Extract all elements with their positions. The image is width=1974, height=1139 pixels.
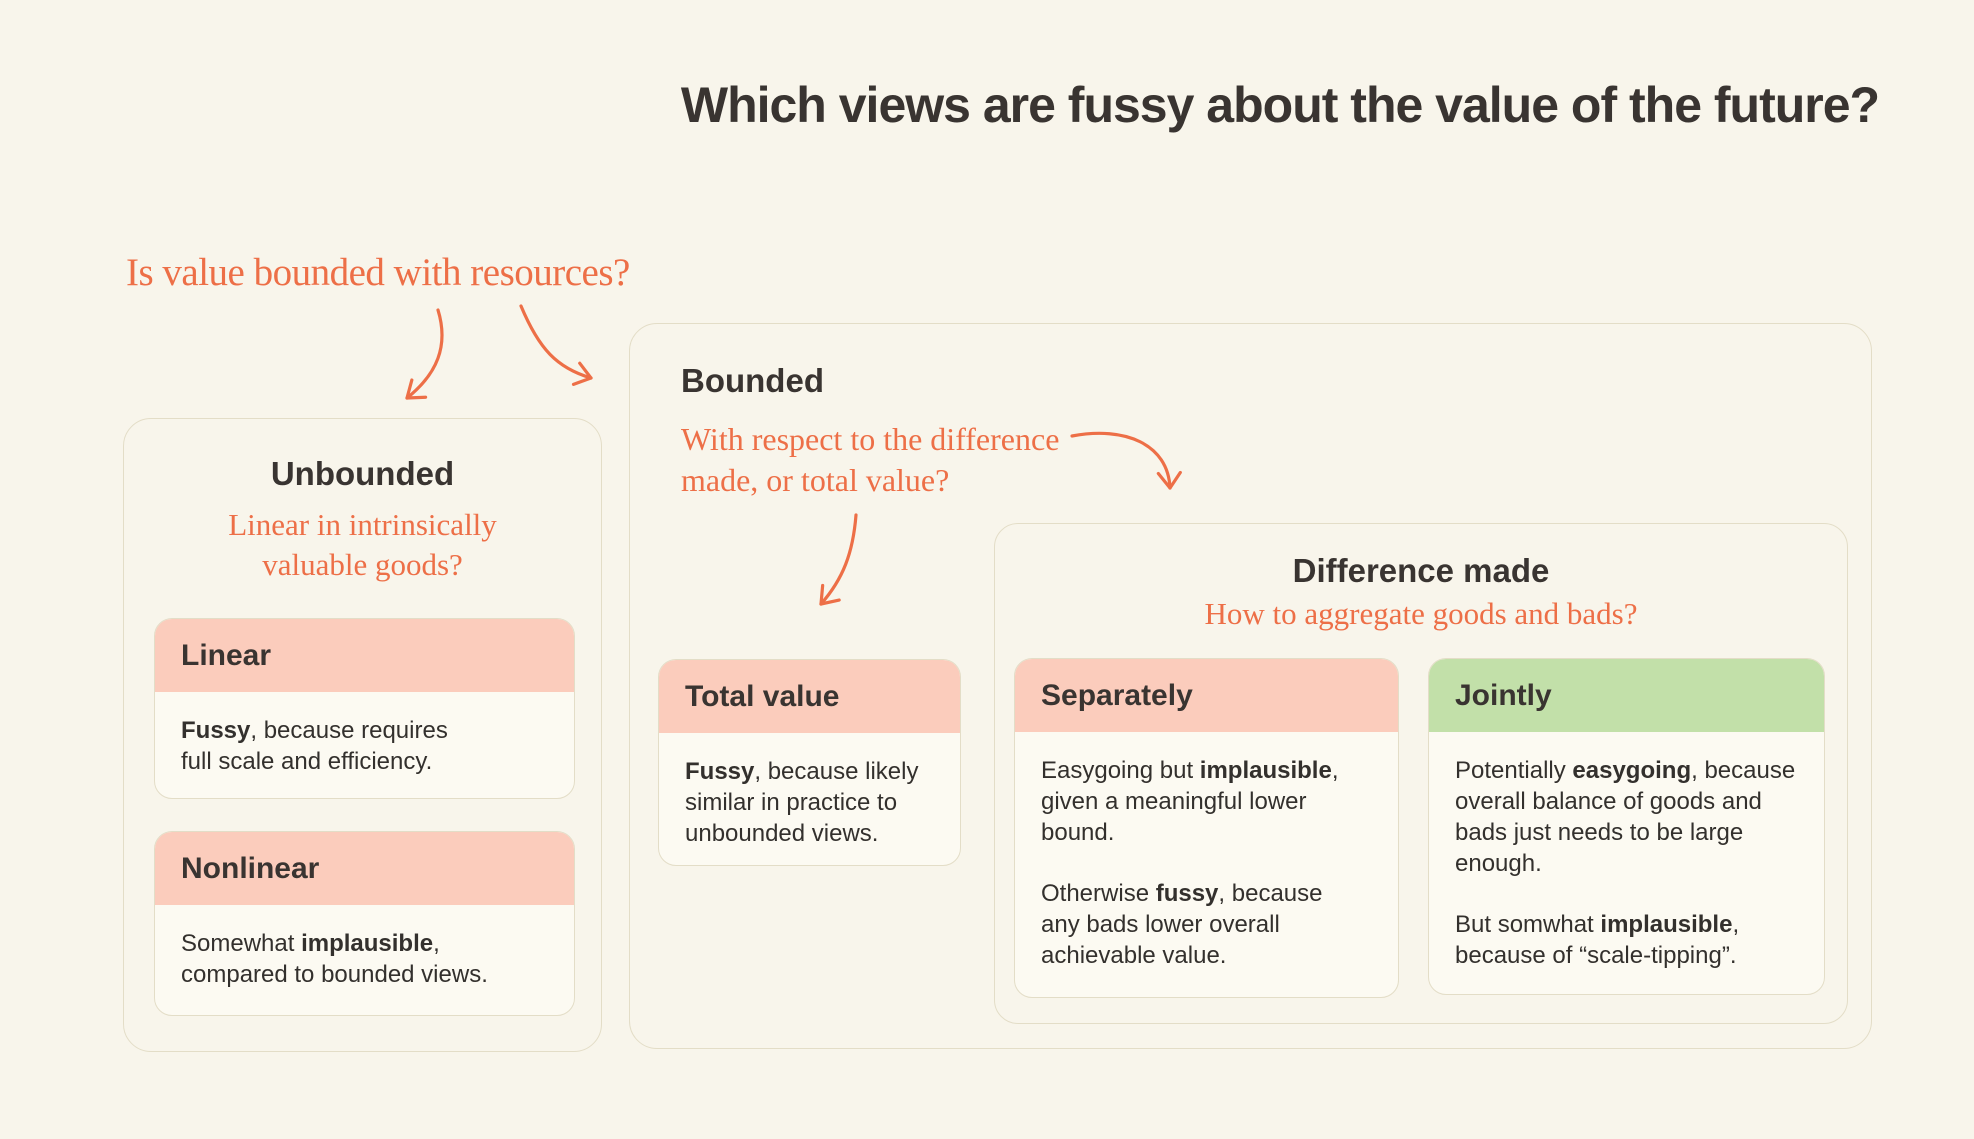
card-nonlinear-header: Nonlinear: [155, 832, 574, 905]
card-nonlinear-body: Somewhat implausible,compared to bounded…: [155, 905, 574, 1010]
card-nonlinear: Nonlinear Somewhat implausible,compared …: [154, 831, 575, 1016]
card-separately-header: Separately: [1015, 659, 1398, 732]
arrow-root-to-bounded-icon: [519, 304, 593, 386]
card-jointly-title: Jointly: [1455, 678, 1552, 712]
page-title: Which views are fussy about the value of…: [680, 77, 1880, 133]
card-nonlinear-text: Somewhat implausible,compared to bounded…: [181, 930, 488, 988]
card-separately-body: Easygoing but implausible,given a meanin…: [1015, 732, 1398, 991]
difference-made-question: How to aggregate goods and bads?: [1204, 596, 1638, 631]
card-total-value-header: Total value: [659, 660, 960, 733]
card-separately-title: Separately: [1041, 678, 1193, 712]
card-linear-title: Linear: [181, 638, 272, 672]
card-jointly-header: Jointly: [1429, 659, 1824, 732]
difference-made-title: Difference made: [1292, 552, 1550, 589]
card-separately: Separately Easygoing but implausible,giv…: [1014, 658, 1399, 998]
card-separately-text-1: Easygoing but implausible,given a meanin…: [1041, 757, 1339, 846]
bounded-title: Bounded: [681, 362, 824, 399]
root-question: Is value bounded with resources?: [126, 251, 630, 294]
card-total-value-title: Total value: [685, 679, 840, 713]
card-nonlinear-title: Nonlinear: [181, 851, 320, 885]
difference-made-box: Difference made How to aggregate goods a…: [994, 523, 1848, 1024]
card-jointly-text-2: But somwhat implausible,because of “scal…: [1455, 911, 1740, 969]
card-linear-header: Linear: [155, 619, 574, 692]
arrow-root-to-unbounded-icon: [405, 308, 444, 400]
unbounded-title: Unbounded: [270, 455, 455, 492]
